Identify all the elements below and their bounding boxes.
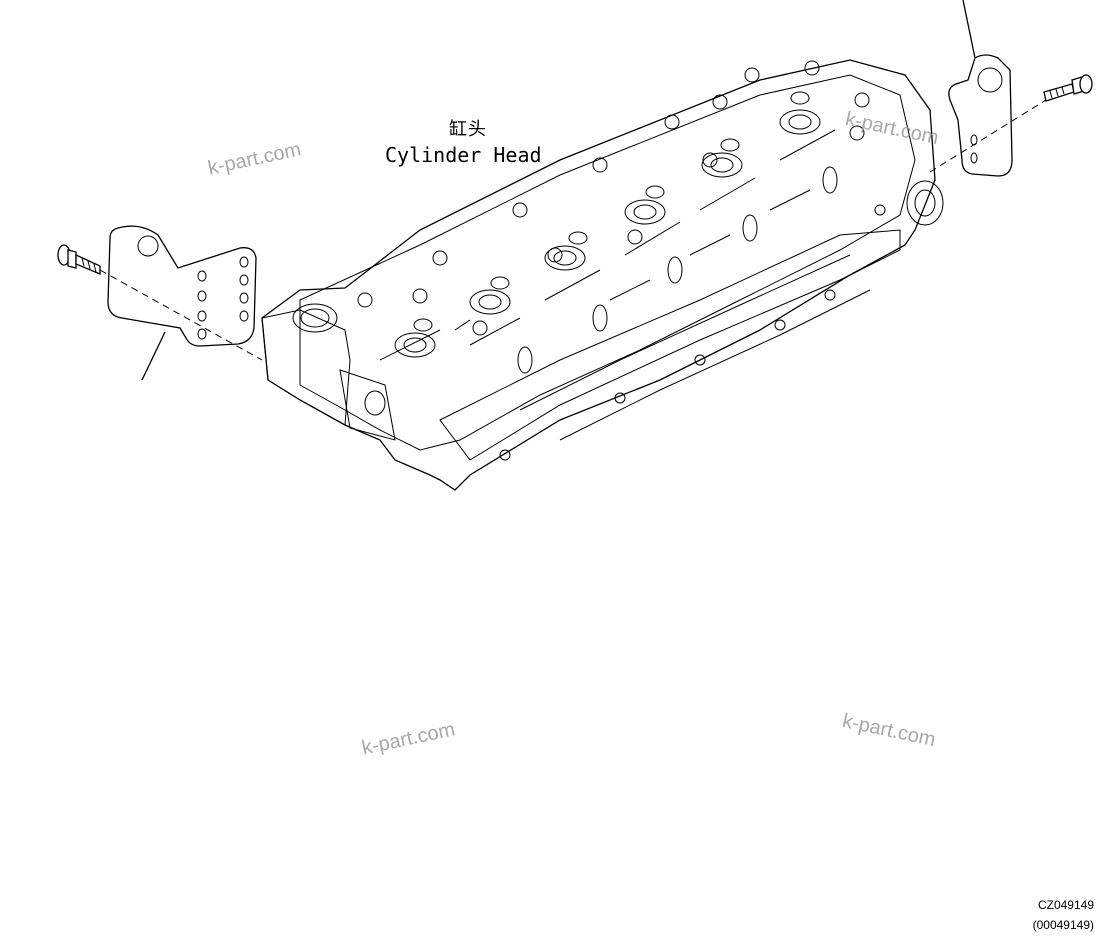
drawing-code-parenthetical: (00049149) bbox=[1032, 918, 1094, 932]
left-flange-bolt bbox=[57, 244, 101, 275]
part-name-english: Cylinder Head bbox=[385, 143, 542, 167]
left-bolt-centerline bbox=[99, 269, 263, 361]
part-name-chinese: 缸头 bbox=[449, 119, 487, 140]
cylinder-head bbox=[261, 59, 944, 491]
left-lifting-bracket bbox=[107, 225, 257, 381]
drawing-code: CZ049149 bbox=[1037, 898, 1094, 912]
right-lifting-bracket bbox=[948, 0, 1013, 177]
right-flange-bolt bbox=[1043, 74, 1093, 102]
right-bolt-centerline bbox=[929, 99, 1047, 173]
